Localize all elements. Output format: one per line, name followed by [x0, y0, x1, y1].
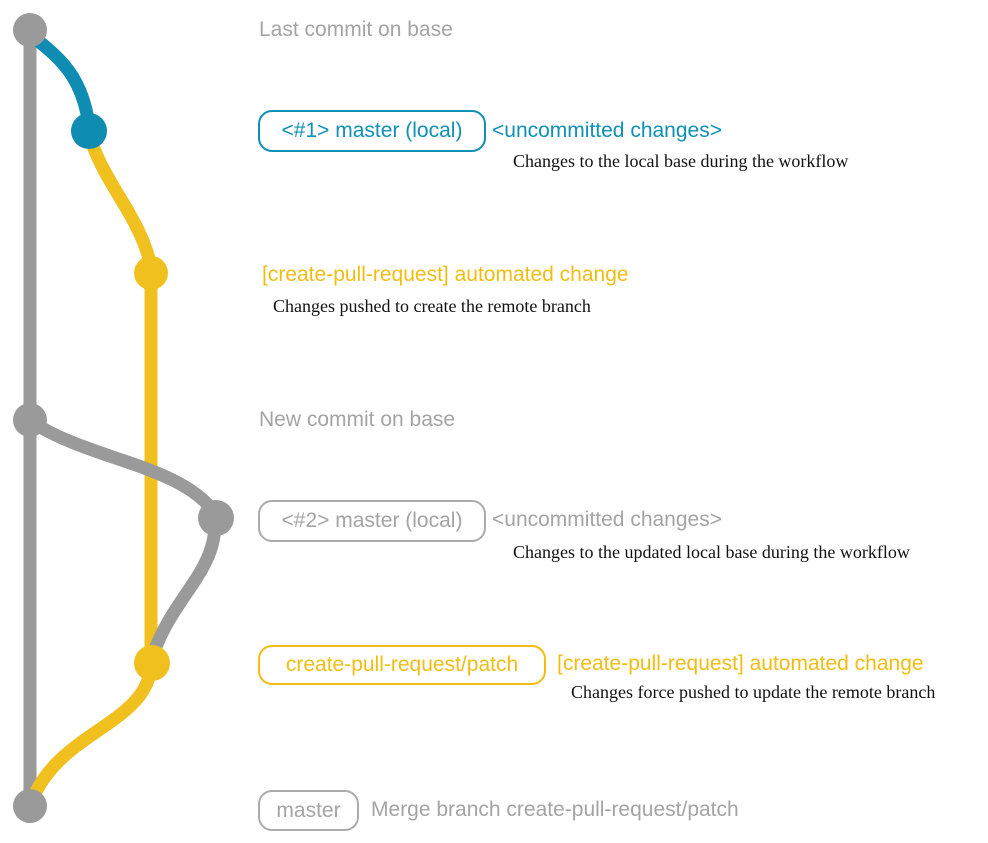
caption-merge-branch: Merge branch create-pull-request/patch — [371, 798, 739, 821]
caption-new-commit-on-base: New commit on base — [259, 408, 456, 431]
annotation-uncommitted-changes-1: <uncommitted changes> — [492, 119, 722, 142]
commit-dot-local-2 — [198, 500, 234, 536]
commit-dot-remote-1 — [134, 256, 168, 290]
branch-label-master-local-2: <#2> master (local) — [258, 500, 486, 542]
branch-label-create-pull-request-patch: create-pull-request/patch — [258, 645, 546, 685]
commit-dot-last-base — [13, 13, 47, 47]
branch-label-master-local-1: <#1> master (local) — [258, 110, 486, 152]
annotation-uncommitted-changes-2: <uncommitted changes> — [492, 508, 722, 531]
annotation-automated-change-2: [create-pull-request] automated change — [557, 652, 924, 675]
caption-last-commit-on-base: Last commit on base — [259, 18, 453, 41]
description-changes-pushed: Changes pushed to create the remote bran… — [273, 296, 591, 316]
gray-branch-segment-in — [146, 521, 222, 658]
annotation-automated-change-1: [create-pull-request] automated change — [262, 263, 629, 286]
blue-branch-segment — [25, 29, 96, 127]
commit-dot-merge — [13, 789, 47, 823]
commit-dot-remote-2 — [134, 645, 170, 681]
yellow-merge-segment — [25, 665, 158, 804]
commit-dot-new-base — [13, 403, 47, 437]
gray-branch-segment-out — [28, 416, 220, 517]
description-local-base-changes-2: Changes to the updated local base during… — [513, 542, 910, 562]
description-changes-force-pushed: Changes force pushed to update the remot… — [571, 682, 936, 702]
commit-dot-local-1 — [71, 113, 107, 149]
description-local-base-changes-1: Changes to the local base during the wor… — [513, 151, 849, 171]
branch-label-master-final: master — [258, 790, 359, 831]
yellow-branch-segment-top — [82, 132, 158, 268]
